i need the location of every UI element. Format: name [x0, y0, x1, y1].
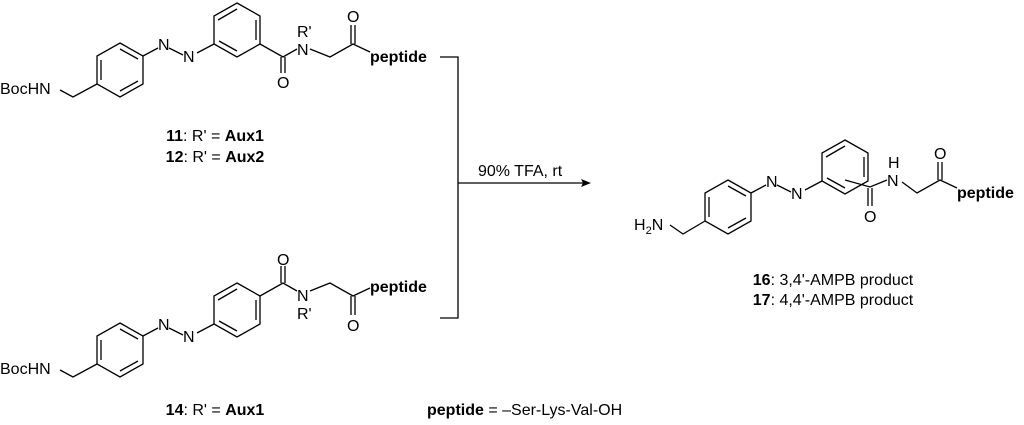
reaction-arrow: [458, 179, 591, 187]
benzene-ring-b: [213, 2, 261, 58]
amide-n: N: [887, 173, 899, 190]
benzene-ring-b: [213, 282, 261, 338]
reaction-conditions: 90% TFA, rt: [478, 163, 563, 180]
amide-n: N: [297, 288, 309, 305]
azo-n2: N: [791, 186, 803, 203]
peptide-definition: peptide = –Ser-Lys-Val-OH: [427, 402, 622, 419]
azo-n1: N: [158, 317, 170, 334]
compound-11-12-structure: BocHN N N N R' O O peptide 11: R' = Aux1…: [0, 2, 427, 166]
bochn-group: BocHN: [0, 361, 51, 378]
reaction-bracket: [440, 56, 459, 319]
peptide-group: peptide: [957, 185, 1014, 202]
compound-14-structure: BocHN N N N R' O O peptide 14: R' = Aux1: [0, 252, 427, 419]
benzene-ring-a: [96, 42, 144, 98]
azo-n2: N: [183, 49, 195, 66]
compound-12-label: 12: R' = Aux2: [166, 149, 265, 166]
ketone-o: O: [934, 146, 946, 163]
ketone-o: O: [347, 318, 359, 335]
peptide-group: peptide: [370, 49, 427, 66]
benzene-ring-a: [96, 322, 144, 378]
amide-n: N: [297, 42, 309, 59]
carbonyl-o: O: [277, 252, 289, 269]
amine-group: H2N: [634, 217, 663, 237]
compound-14-label: 14: R' = Aux1: [166, 402, 265, 419]
carbonyl-o: O: [864, 209, 876, 226]
ketone-o: O: [347, 9, 359, 26]
carbonyl-o: O: [277, 75, 289, 92]
bochn-group: BocHN: [0, 81, 51, 98]
azo-n1: N: [158, 37, 170, 54]
azo-n1: N: [766, 174, 778, 191]
bonds: [669, 162, 958, 235]
compound-17-label: 17: 4,4'-AMPB product: [753, 292, 914, 309]
product-structure: H2N N N N H O O peptide 16: 3,4'-AMPB pr…: [634, 139, 1014, 309]
bonds: [59, 25, 371, 98]
benzene-ring-a: [704, 179, 752, 235]
bonds: [59, 266, 371, 378]
peptide-group: peptide: [370, 279, 427, 296]
compound-11-label: 11: R' = Aux1: [166, 128, 264, 145]
azo-n2: N: [183, 329, 195, 346]
benzene-ring-b: [821, 139, 869, 195]
r-prime-group: R': [297, 24, 312, 41]
compound-16-label: 16: 3,4'-AMPB product: [753, 272, 914, 289]
r-prime-group: R': [297, 306, 312, 323]
amide-h: H: [888, 155, 900, 172]
